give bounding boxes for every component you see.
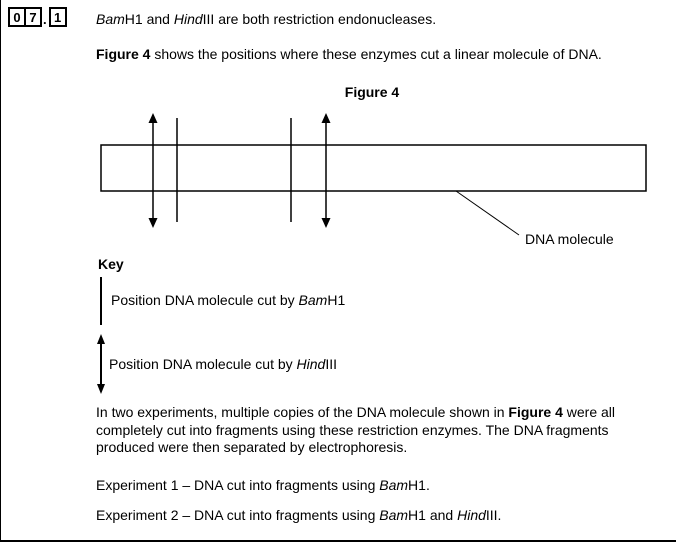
dna-molecule-label: DNA molecule xyxy=(525,231,614,247)
key-heading: Key xyxy=(98,256,124,272)
intro-line-2: Figure 4 shows the positions where these… xyxy=(96,46,602,62)
arrow-up-icon xyxy=(148,113,158,123)
question-number-box-7: 7 xyxy=(24,7,42,27)
key-label-hindiii: Position DNA molecule cut by HindIII xyxy=(109,356,337,372)
figure-title: Figure 4 xyxy=(344,84,400,100)
arrow-down-icon xyxy=(148,218,158,228)
question-number: 0 7 . 1 xyxy=(8,7,67,27)
arrow-up-icon xyxy=(321,113,331,123)
experiment-2-line: Experiment 2 – DNA cut into fragments us… xyxy=(96,507,502,523)
experiment-1-line: Experiment 1 – DNA cut into fragments us… xyxy=(96,477,430,493)
question-number-separator: . xyxy=(43,12,47,27)
arrow-up-icon xyxy=(97,334,105,344)
arrow-stem xyxy=(100,344,102,384)
dna-molecule-rectangle xyxy=(100,144,647,192)
arrow-down-icon xyxy=(321,218,331,228)
hindiii-cut-line xyxy=(321,113,331,228)
dna-label-pointer-line xyxy=(455,190,520,236)
arrow-down-icon xyxy=(97,384,105,394)
cut-lines xyxy=(148,113,331,228)
intro-line-1: BamH1 and HindIII are both restriction e… xyxy=(96,11,437,27)
figure-4-diagram xyxy=(100,113,647,236)
key-label-bamh1: Position DNA molecule cut by BamH1 xyxy=(111,292,346,308)
hindiii-cut-line xyxy=(148,113,158,228)
question-number-box-1: 1 xyxy=(48,7,67,27)
hindiii-cut-symbol xyxy=(96,334,106,394)
experiments-paragraph: In two experiments, multiple copies of t… xyxy=(96,404,616,455)
bamh1-cut-symbol xyxy=(100,277,102,325)
